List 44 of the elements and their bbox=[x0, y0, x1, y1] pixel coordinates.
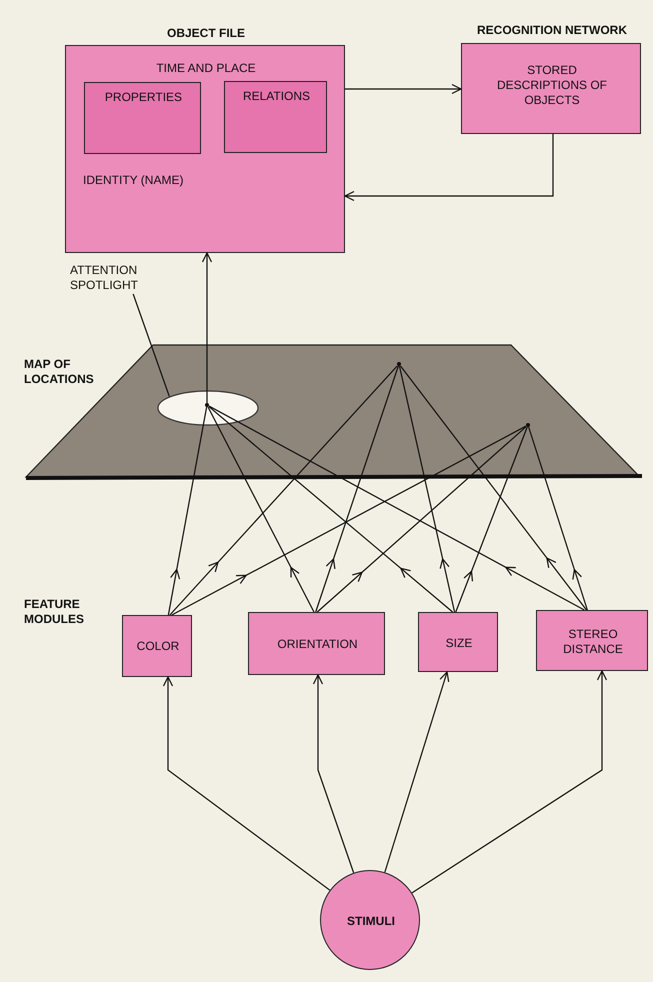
arrow bbox=[528, 426, 588, 610]
arrow bbox=[208, 406, 454, 612]
arrow bbox=[344, 134, 554, 202]
node-label: RELATIONS bbox=[242, 89, 312, 104]
process-box bbox=[224, 81, 327, 153]
arrow bbox=[202, 252, 212, 403]
node-label: PROPERTIES bbox=[104, 90, 184, 105]
junction-point bbox=[397, 362, 401, 366]
arrow bbox=[345, 84, 462, 94]
node-label: COLOR bbox=[136, 639, 180, 654]
section-label: FEATURE MODULES bbox=[24, 597, 85, 627]
arrow bbox=[208, 406, 585, 611]
arrow bbox=[171, 426, 526, 616]
arrow bbox=[315, 366, 399, 612]
heading: RECOGNITION NETWORK bbox=[476, 23, 628, 38]
process-box bbox=[84, 82, 201, 154]
heading: MAP OF LOCATIONS bbox=[24, 357, 95, 387]
arrow bbox=[312, 674, 354, 873]
node-label: STEREO DISTANCE bbox=[562, 627, 624, 657]
arrow bbox=[455, 426, 528, 612]
arrow bbox=[208, 406, 314, 612]
node-label: ORIENTATION bbox=[276, 637, 359, 652]
junction-point bbox=[526, 423, 530, 427]
arrow bbox=[169, 366, 398, 616]
process-box bbox=[122, 615, 192, 677]
arrow bbox=[384, 671, 450, 872]
leader-line bbox=[132, 294, 170, 396]
node-label: STORED DESCRIPTIONS OF OBJECTS bbox=[496, 63, 608, 108]
node-label: ATTENTION SPOTLIGHT bbox=[70, 263, 160, 294]
arrow bbox=[168, 406, 208, 616]
node-label: IDENTITY (NAME) bbox=[83, 173, 184, 188]
process-box bbox=[248, 612, 385, 675]
process-box bbox=[536, 610, 648, 671]
arrow bbox=[162, 676, 330, 891]
heading: STIMULI bbox=[346, 914, 396, 929]
heading: OBJECT FILE bbox=[166, 26, 246, 41]
arrow bbox=[316, 426, 526, 612]
node-label: TIME AND PLACE bbox=[155, 61, 257, 76]
process-box bbox=[418, 612, 498, 672]
junction-point bbox=[205, 403, 209, 407]
arrow bbox=[398, 366, 456, 612]
node-label: SIZE bbox=[444, 636, 474, 651]
arrow bbox=[412, 670, 608, 894]
arrow bbox=[400, 366, 587, 610]
